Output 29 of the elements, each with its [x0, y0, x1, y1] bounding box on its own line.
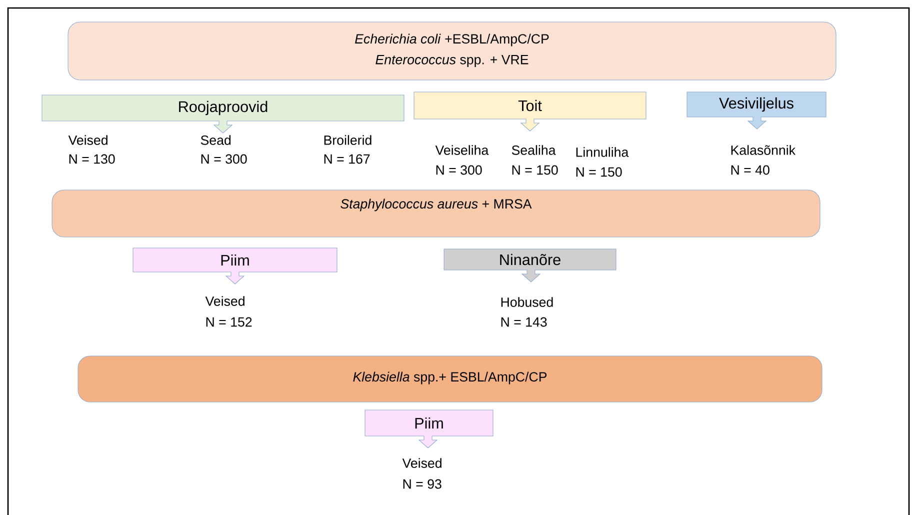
sample-label: Linnuliha [576, 147, 629, 157]
sample-label: N = 167 [324, 154, 370, 164]
sample-label: N = 150 [576, 167, 622, 177]
callout-box: Vesiviljelus [686, 92, 826, 130]
sample-label: Veised [68, 135, 108, 145]
sample-label: Hobused [501, 297, 553, 307]
group-band: Staphylococcus aureus + MRSA [52, 190, 820, 238]
callout-box: Piim [364, 410, 494, 448]
sample-label: N = 150 [512, 165, 558, 175]
callout-box: Ninanõre [444, 248, 616, 282]
sample-label: Veiseliha [435, 145, 489, 155]
sample-label: N = 152 [206, 317, 252, 327]
group-band: Echerichia coli +ESBL/AmpC/CP Enterococcus spp. + VRE [68, 22, 836, 80]
sample-label: N = 143 [501, 317, 547, 327]
callout-box: Toit [414, 92, 646, 132]
sample-label: N = 300 [436, 165, 482, 175]
sample-label: N = 300 [201, 154, 247, 164]
sample-label: Broilerid [324, 135, 372, 145]
sample-label: Veised [205, 296, 244, 306]
sample-label: Sealiha [512, 145, 556, 155]
sample-label: Veised [402, 458, 442, 468]
sample-label: N = 93 [403, 479, 442, 489]
sample-label: N = 130 [69, 154, 115, 164]
callout-box: Piim [132, 248, 338, 284]
sample-label: N = 40 [731, 165, 770, 175]
sample-label: Sead [200, 135, 231, 145]
callout-box: Roojaproovid [42, 94, 404, 134]
sample-label: Kalasõnnik [731, 145, 796, 155]
group-band: Klebsiella spp.+ ESBL/AmpC/CP [78, 356, 822, 402]
